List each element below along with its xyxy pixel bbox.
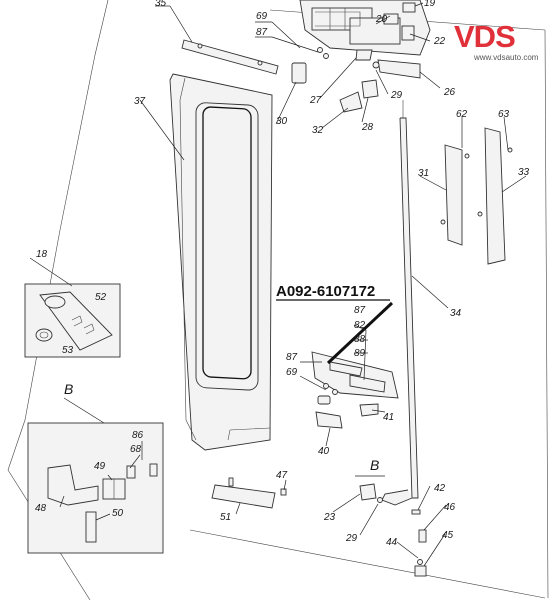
callout-87-mid: 87 [354,305,366,316]
callout-52: 52 [95,292,107,303]
door-panel [169,73,273,451]
callout-87-lower: 87 [286,352,298,363]
callout-45: 45 [442,530,454,541]
callout-82: 82 [354,320,366,331]
callout-28: 28 [361,122,374,133]
callout-47: 47 [276,470,288,481]
callout-29-top: 29 [390,90,403,101]
logo-brand: VDS [454,19,516,54]
callout-62: 62 [456,109,468,120]
callout-68: 68 [130,444,142,455]
vds-logo: VDS www.vdsauto.com [454,19,549,62]
callout-29-lower: 29 [345,533,358,544]
callout-37: 37 [134,96,146,107]
callout-89: 89 [354,348,366,359]
lower-latch [359,483,427,577]
callout-40: 40 [318,446,330,457]
pillar-trim-33 [477,127,513,265]
callout-63: 63 [498,109,510,120]
callout-34: 34 [450,308,462,319]
leader-lines [59,2,527,567]
part-number-pointer [326,301,394,365]
top-lock-mechanism [291,0,431,113]
callout-41: 41 [383,412,394,423]
callout-23: 23 [323,512,336,523]
callout-labels: 35 69 87 20 19 22 30 27 29 26 32 28 37 6… [35,0,530,548]
callout-35: 35 [155,0,167,9]
callout-30: 30 [276,116,288,127]
callout-42: 42 [434,483,446,494]
callout-87-top: 87 [256,27,268,38]
detail-b-label: B [64,381,73,397]
callout-19: 19 [424,0,436,9]
callout-20: 20 [375,14,388,25]
lower-plate [211,477,287,509]
callout-53: 53 [62,345,74,356]
callout-88: 88 [354,334,366,345]
logo-url: www.vdsauto.com [474,53,539,62]
callout-48: 48 [35,503,47,514]
part-number-label: A092-6107172 [276,283,375,300]
pillar-bracket-31 [440,144,470,246]
lock-rod [381,100,419,506]
callout-69-top: 69 [256,11,268,22]
detail-18-box [24,257,121,358]
detail-b-box [27,397,164,554]
callout-32: 32 [312,125,324,136]
callout-46: 46 [444,502,456,513]
callout-50: 50 [112,508,124,519]
arrow-b-label: B [370,457,379,473]
callout-49: 49 [94,461,106,472]
callout-44: 44 [386,537,398,548]
callout-33: 33 [518,167,530,178]
callout-51: 51 [220,512,231,523]
callout-27: 27 [309,95,322,106]
top-rail [181,39,279,75]
callout-69-lower: 69 [286,367,298,378]
callout-18: 18 [36,249,48,260]
callout-22: 22 [433,36,446,47]
callout-86: 86 [132,430,144,441]
handle-assembly [311,351,399,429]
callout-26: 26 [443,87,456,98]
callout-31: 31 [418,168,429,179]
